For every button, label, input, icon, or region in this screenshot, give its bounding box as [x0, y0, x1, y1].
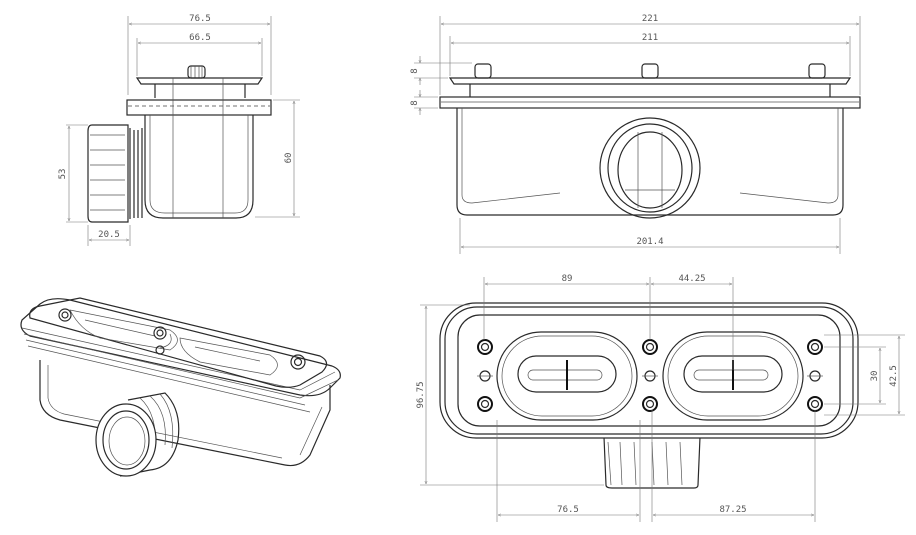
outlet	[599, 117, 701, 219]
front-view: 221 211 8 8 201.4	[410, 14, 861, 254]
iso-collar	[20, 298, 341, 397]
bottom-dimensions: 89 44.25 96.75 30 42.5 76.5 87.25	[416, 274, 905, 522]
dim-body-width: 201.4	[636, 237, 663, 247]
dim-oval-span-left: 76.5	[557, 505, 579, 515]
body	[456, 108, 844, 216]
knob	[187, 65, 206, 79]
dim-hole-pitch-left: 89	[562, 274, 573, 284]
iso-plate	[29, 297, 328, 388]
cover-plate	[135, 77, 264, 85]
dim-top-inner: 66.5	[189, 33, 211, 43]
isometric-view	[20, 297, 341, 477]
iso-body	[39, 360, 331, 467]
dim-nut-height: 53	[58, 169, 68, 180]
dim-overall-width: 221	[642, 14, 658, 24]
dim-hole-spacing-outer: 42.5	[889, 365, 899, 387]
dim-overall-depth: 96.75	[416, 381, 426, 408]
iso-outlet-nut	[95, 392, 180, 477]
collar	[126, 99, 272, 116]
dim-oval-span-right: 87.25	[719, 505, 746, 515]
dim-top-outer: 76.5	[189, 14, 211, 24]
body	[144, 115, 254, 219]
dim-plate-width: 211	[642, 33, 658, 43]
collar	[439, 96, 861, 109]
bottom-view: 89 44.25 96.75 30 42.5 76.5 87.25	[416, 274, 905, 522]
dim-hole-spacing-inner: 30	[870, 371, 880, 382]
dim-body-height: 60	[284, 153, 294, 164]
dim-hole-pitch-right: 44.25	[678, 274, 705, 284]
side-view: 76.5 66.5 53 60 20.5	[58, 14, 300, 246]
nut	[87, 124, 143, 223]
dim-plate-height: 8	[410, 68, 420, 73]
cover-plate	[448, 77, 852, 85]
side-dimensions: 76.5 66.5 53 60 20.5	[58, 14, 300, 246]
tabs	[603, 436, 701, 489]
front-dimensions: 221 211 8 8 201.4	[410, 14, 861, 254]
dim-collar-height: 8	[410, 100, 420, 105]
oval-left	[496, 331, 638, 421]
mounting-holes	[477, 339, 823, 412]
dim-nut-width: 20.5	[98, 230, 120, 240]
knobs	[474, 63, 826, 79]
